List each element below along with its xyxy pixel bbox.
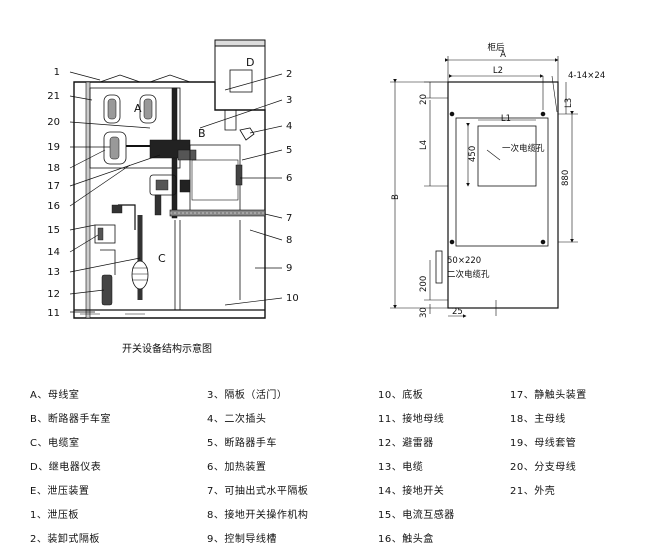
legend-item: 1、泄压板 [30, 510, 79, 521]
legend-item: 3、隔板（活门） [207, 390, 288, 401]
diagram-caption: 开关设备结构示意图 [122, 344, 212, 355]
dim-holes-label: 4-14×24 [568, 71, 605, 81]
base-plan-view [390, 56, 578, 318]
callout-4: 4 [286, 121, 292, 132]
dim-l1-label: L1 [501, 114, 511, 124]
callout-12: 12 [47, 289, 60, 300]
dim-b-label: B [391, 194, 401, 200]
legend-item: 14、接地开关 [378, 486, 445, 497]
secondary-cable-hole-label: 二次电缆孔 [447, 269, 490, 280]
primary-cable-hole-label: 一次电缆孔 [502, 143, 545, 154]
legend-item: 5、断路器手车 [207, 438, 277, 449]
dim-30-label: 30 [419, 307, 429, 318]
legend-item: 2、装卸式隔板 [30, 534, 100, 545]
legend-item: 6、加热装置 [207, 462, 267, 473]
dim-l3-label: L3 [564, 98, 574, 108]
callout-9: 9 [286, 263, 292, 274]
callout-6: 6 [286, 173, 292, 184]
callout-8: 8 [286, 235, 292, 246]
compartment-b-letter: B [198, 127, 206, 140]
callout-19: 19 [47, 142, 60, 153]
legend-item: C、电缆室 [30, 438, 80, 449]
callout-5: 5 [286, 145, 292, 156]
leader-lines [69, 71, 283, 313]
dim-200-label: 200 [419, 276, 429, 292]
dim-450-label: 450 [468, 146, 478, 162]
legend-item: 8、接地开关操作机构 [207, 510, 309, 521]
callout-17: 17 [47, 181, 60, 192]
legend-item: B、断路器手车室 [30, 414, 111, 425]
legend-item: 7、可抽出式水平隔板 [207, 486, 309, 497]
dim-l4-label: L4 [419, 140, 429, 150]
dim-l2-label: L2 [493, 66, 503, 76]
relay-compartment-outline [214, 39, 266, 111]
legend-item: 12、避雷器 [378, 438, 434, 449]
base-plan-labels: 柜后 A L2 4-14×24 20 L3 L4 L1 450 一次电缆孔 88… [391, 42, 605, 318]
legend-item: 13、电缆 [378, 462, 424, 473]
legend-item: 20、分支母线 [510, 462, 577, 473]
cabinet-outline [73, 81, 266, 319]
legend-item: E、泄压装置 [30, 486, 90, 497]
callout-2: 2 [286, 69, 292, 80]
callout-15: 15 [47, 225, 60, 236]
callout-3: 3 [286, 95, 292, 106]
callout-14: 14 [47, 247, 60, 258]
callout-numbers: 1 21 20 19 18 17 16 15 14 13 12 11 2 3 4… [47, 67, 298, 319]
dim-880-label: 880 [561, 170, 571, 186]
dim-a-label: A [500, 50, 506, 60]
callout-21: 21 [47, 91, 60, 102]
legend-item: 9、控制导线槽 [207, 534, 277, 545]
callout-7: 7 [286, 213, 292, 224]
legend-item: 18、主母线 [510, 414, 566, 425]
legend-item: 11、接地母线 [378, 414, 445, 425]
legend-item: 19、母线套管 [510, 438, 577, 449]
callout-1: 1 [54, 67, 60, 78]
dim-25-label: 25 [452, 307, 463, 317]
switchgear-side-view [73, 39, 266, 319]
legend-item: 4、二次插头 [207, 414, 267, 425]
callout-11: 11 [47, 308, 60, 319]
legend-item: 16、触头盒 [378, 534, 434, 545]
callout-18: 18 [47, 163, 60, 174]
legend-item: A、母线室 [30, 390, 80, 401]
dim-50x220-label: 50×220 [447, 256, 481, 266]
base-outline [447, 81, 559, 309]
legend-item: 15、电流互感器 [378, 510, 455, 521]
legend-item: 21、外壳 [510, 486, 556, 497]
rear-title: 柜后 [487, 42, 505, 53]
compartment-c-letter: C [158, 252, 166, 265]
callout-20: 20 [47, 117, 60, 128]
compartment-d-letter: D [246, 56, 254, 69]
callout-10: 10 [286, 293, 299, 304]
compartment-a-letter: A [134, 102, 142, 115]
legend-item: D、继电器仪表 [30, 462, 102, 473]
callout-16: 16 [47, 201, 60, 212]
callout-13: 13 [47, 267, 60, 278]
legend-item: 17、静触头装置 [510, 390, 587, 401]
dim-20-label: 20 [419, 94, 429, 105]
legend-item: 10、底板 [378, 390, 424, 401]
